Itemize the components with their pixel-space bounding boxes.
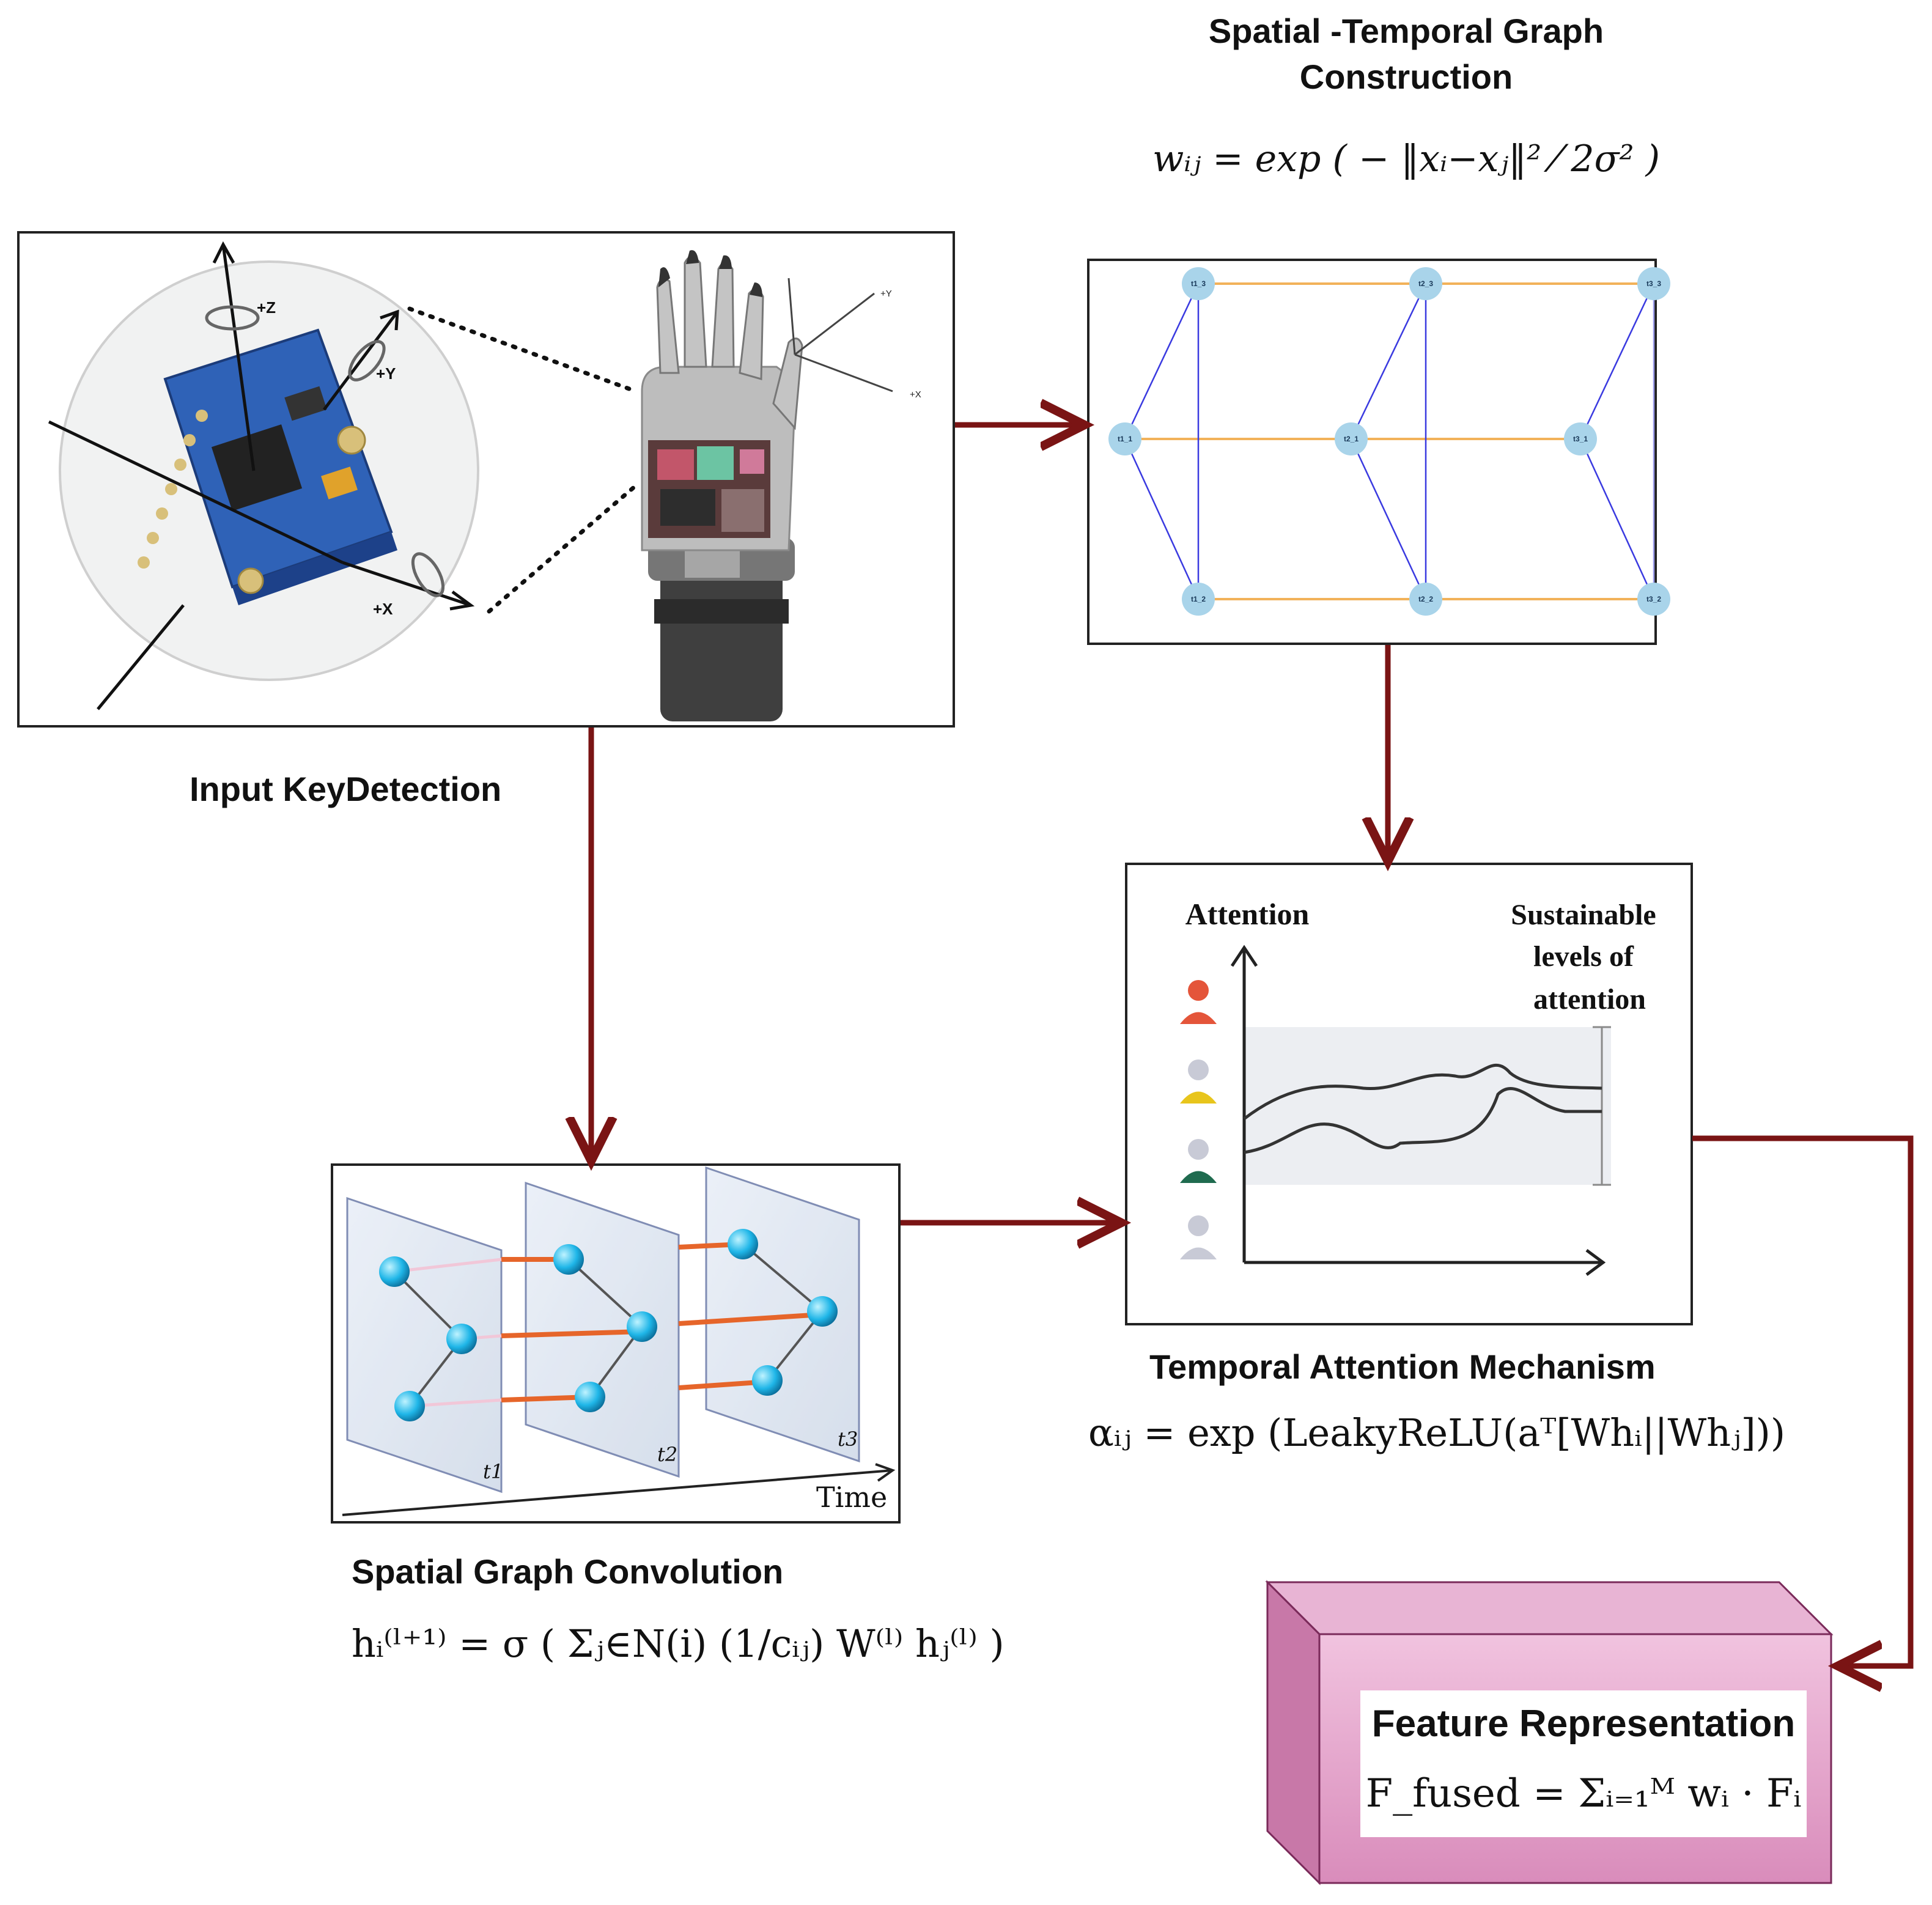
convolution-formula: hᵢ⁽ˡ⁺¹⁾ = σ ( Σⱼ∈N(i) (1/cᵢⱼ) W⁽ˡ⁾ hⱼ⁽ˡ⁾…	[352, 1621, 1005, 1666]
attention-curves	[1243, 1063, 1602, 1154]
sustainable-label-line1: Sustainable	[1511, 899, 1656, 931]
conv-node	[446, 1324, 477, 1354]
input-title: Input KeyDetection	[190, 770, 501, 808]
frame-label: t1	[483, 1460, 503, 1483]
convolution-panel: t1 t2 t3 Time	[331, 1163, 901, 1524]
time-label: Time	[816, 1481, 887, 1514]
conv-node	[553, 1244, 584, 1275]
node-label: t2_3	[1418, 279, 1433, 288]
construction-title-line1: Spatial -Temporal Graph	[1209, 12, 1604, 50]
construction-formula: wᵢⱼ = exp ( − ‖xᵢ−xⱼ‖² ⁄ 2σ² )	[1152, 138, 1660, 180]
attention-title: Temporal Attention Mechanism	[1149, 1347, 1656, 1386]
input-panel: +Z +Y +X	[17, 231, 955, 728]
axis-label-y: +Y	[376, 364, 396, 383]
arrow-attention-to-feature	[1692, 1135, 1914, 1666]
convolution-title: Spatial Graph Convolution	[352, 1552, 783, 1591]
conv-node	[752, 1365, 783, 1396]
construction-title-line2: Construction	[1300, 57, 1513, 96]
conv-node	[807, 1296, 838, 1327]
conv-node	[379, 1256, 410, 1287]
conv-node	[728, 1229, 758, 1259]
graph-construction-panel: t1_3 t2_3 t3_3 t1_1 t2_1 t3_1 t1_2 t2_2 …	[1087, 259, 1670, 645]
node-label: t1_2	[1191, 595, 1206, 603]
graph-node: t2_3	[1409, 267, 1442, 300]
glove-image	[641, 250, 803, 721]
graph-construction-frame	[1087, 259, 1657, 645]
graph-node: t2_2	[1409, 583, 1442, 616]
attention-axes	[1230, 945, 1606, 1277]
node-label: t3_1	[1573, 435, 1588, 443]
feature-box: Feature Representation F_fused = Σᵢ₌₁ᴹ w…	[1265, 1580, 1834, 1885]
node-label: t1_3	[1191, 279, 1206, 288]
glove-axes-icon	[787, 278, 893, 392]
temporal-edges	[1125, 282, 1654, 600]
time-axis	[342, 1463, 896, 1516]
sustainable-label-line3: attention	[1533, 983, 1646, 1015]
attention-panel: Attention Sustainable levels of attentio…	[1125, 863, 1693, 1325]
graph-node: t2_1	[1335, 422, 1368, 455]
range-bracket	[1593, 1026, 1611, 1186]
frame-label: t3	[838, 1428, 858, 1451]
frame-plate	[346, 1196, 503, 1494]
sustainable-label-line2: levels of	[1533, 940, 1634, 973]
conv-node	[575, 1382, 605, 1412]
flow-arrows	[591, 425, 1914, 1666]
attention-formula: αᵢⱼ = exp (LeakyReLU(aᵀ[Whᵢ||Whⱼ]))	[1088, 1410, 1785, 1455]
attention-band	[1244, 1027, 1611, 1185]
node-label: t3_3	[1646, 279, 1661, 288]
conv-node	[394, 1391, 425, 1421]
axis-label-z: +Z	[257, 298, 276, 317]
sensor-axes	[48, 241, 475, 710]
person-green-icon	[1180, 1139, 1217, 1183]
conv-node	[627, 1311, 657, 1342]
node-label: t3_2	[1646, 595, 1661, 603]
axis-label-x: +X	[373, 600, 393, 618]
graph-node: t1_3	[1182, 267, 1215, 300]
dotted-connectors	[407, 306, 641, 614]
graph-node: t1_1	[1108, 422, 1141, 455]
feature-formula: F_fused = Σᵢ₌₁ᴹ wᵢ · Fᵢ	[1366, 1771, 1801, 1816]
glove-axis-label-y: +Y	[880, 289, 892, 299]
graph-node: t3_3	[1637, 267, 1670, 300]
rotation-arrow-icons	[205, 305, 445, 597]
glove-axis-label-x: +X	[910, 389, 921, 400]
graph-node: t3_1	[1564, 422, 1597, 455]
spatial-edges	[1124, 283, 1655, 600]
frame-label: t2	[657, 1443, 677, 1466]
person-red-icon	[1180, 980, 1217, 1024]
attention-axis-label: Attention	[1185, 897, 1310, 931]
node-label: t2_1	[1344, 435, 1359, 443]
feature-title: Feature Representation	[1372, 1703, 1796, 1745]
imu-sensor-board-icon	[138, 328, 397, 605]
graph-node: t3_2	[1637, 583, 1670, 616]
person-yellow-icon	[1180, 1059, 1217, 1104]
node-label: t2_2	[1418, 595, 1433, 603]
graph-node: t1_2	[1182, 583, 1215, 616]
node-label: t1_1	[1118, 435, 1132, 443]
person-grey-icon	[1180, 1215, 1217, 1259]
